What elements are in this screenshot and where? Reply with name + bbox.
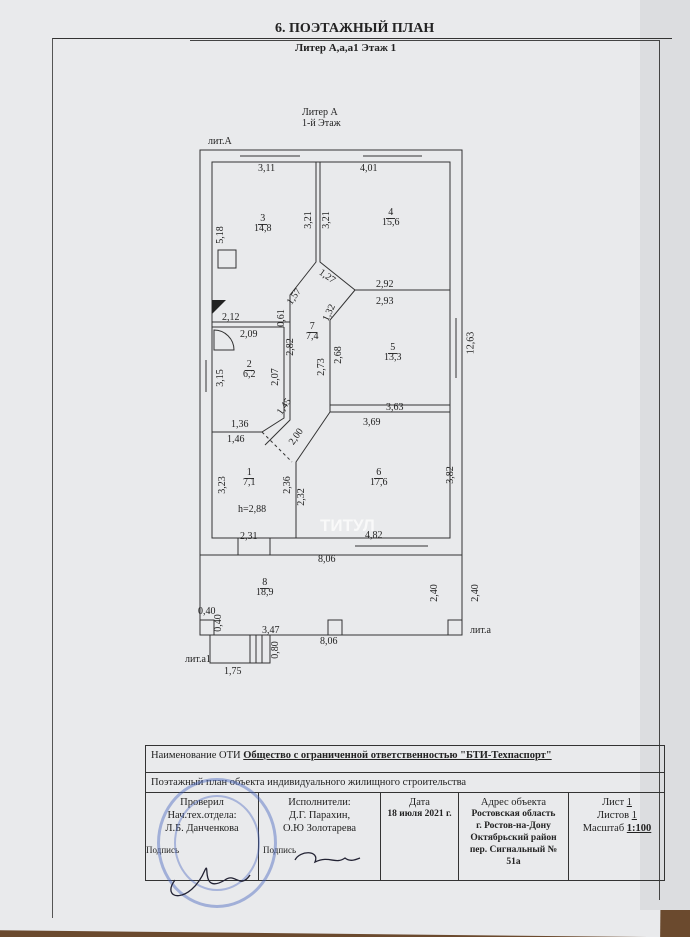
dim: 2,07 — [269, 368, 281, 386]
drawing-frame — [190, 40, 660, 900]
dim: 2,36 — [281, 476, 293, 494]
dim: 0,61 — [275, 309, 287, 327]
dim: 2,73 — [315, 358, 327, 376]
dim: 3,47 — [262, 625, 280, 636]
executors-cell: Исполнители: Д.Г. Парахин, О.Ю Золотарев… — [259, 793, 381, 881]
dim: 5,18 — [214, 226, 226, 244]
dim: 3,21 — [320, 211, 332, 229]
dim: 2,32 — [295, 488, 307, 506]
dim: 2,09 — [240, 329, 258, 340]
scale-value: 1:100 — [626, 823, 652, 835]
dim: 2,68 — [332, 346, 344, 364]
object-row: Поэтажный план объекта индивидуального ж… — [146, 773, 664, 793]
sheet-cell: Лист 1 Листов 1 Масштаб 1:100 — [569, 793, 665, 881]
dim: 3,15 — [214, 369, 226, 387]
dim: 0,80 — [269, 641, 281, 659]
sheet-label: Лист — [602, 797, 625, 808]
scale-label: Масштаб — [582, 823, 625, 835]
dim: 1,75 — [224, 666, 242, 677]
floor-label: 1-й Этаж — [302, 118, 341, 129]
executors-label: Исполнители: — [288, 797, 351, 808]
dim: 12,63 — [465, 331, 477, 355]
dim: 2,40 — [428, 584, 440, 602]
sheets-count: 1 — [631, 810, 637, 822]
ceiling-height: h=2,88 — [238, 504, 267, 515]
oti-value: Общество с ограниченной ответственностью… — [243, 750, 552, 761]
titul-watermark: ТИТУЛ — [320, 516, 375, 535]
signature-label: Подпись — [263, 845, 297, 856]
dim: 3,11 — [258, 163, 276, 174]
page-frame — [52, 38, 672, 918]
lit-a1-label: лит.а1 — [185, 654, 211, 665]
executor-name: Д.Г. Парахин, — [288, 810, 351, 822]
dim: 0,40 — [198, 606, 216, 617]
address-line: Октябрьский район — [470, 832, 557, 843]
dim: 3,69 — [363, 417, 381, 428]
address-cell: Адрес объекта Ростовская область г. Рост… — [459, 793, 569, 881]
executor-name: О.Ю Золотарева — [282, 823, 357, 835]
sheet-number: 1 — [626, 797, 632, 808]
date-cell: Дата 18 июля 2021 г. — [381, 793, 459, 881]
dim: 2,93 — [376, 296, 394, 307]
dim: 8,06 — [318, 554, 336, 565]
oti-label: Наименование ОТИ — [151, 750, 241, 761]
lit-a-small-label: лит.а — [470, 625, 491, 636]
sheets-label: Листов — [597, 810, 630, 822]
dim: 2,82 — [284, 338, 296, 356]
dim: 4,82 — [365, 530, 383, 541]
seal-stamp — [157, 778, 277, 908]
dim: 2,92 — [376, 279, 394, 290]
address-line: 51а — [506, 856, 521, 867]
dim: 2,12 — [222, 312, 240, 323]
dim: 3,63 — [386, 402, 404, 413]
dim: 2,40 — [469, 584, 481, 602]
address-label: Адрес объекта — [480, 797, 547, 808]
page-title: 6. ПОЭТАЖНЫЙ ПЛАН — [275, 21, 435, 36]
date-value: 18 июля 2021 г. — [387, 809, 452, 820]
underlying-page — [640, 0, 690, 910]
oti-row: Наименование ОТИ Общество с ограниченной… — [146, 746, 664, 773]
address-line: Ростовская область — [471, 809, 556, 820]
object-description: Поэтажный план объекта индивидуального ж… — [151, 777, 467, 788]
liter-label: Литер А — [302, 107, 338, 118]
date-label: Дата — [409, 797, 430, 808]
page-subtitle: Литер А,а,а1 Этаж 1 — [295, 42, 397, 54]
address-line: пер. Сигнальный № — [469, 844, 558, 855]
dim: 3,82 — [444, 466, 456, 484]
dim: 1,36 — [231, 419, 249, 430]
address-line: г. Ростов-на-Дону — [476, 821, 551, 831]
lit-a-label: лит.А — [208, 136, 232, 147]
dim: 8,06 — [320, 636, 338, 647]
dim: 2,31 — [240, 531, 258, 542]
dim: 1,46 — [227, 434, 245, 445]
dim: 3,21 — [302, 211, 314, 229]
floor-plan-drawing — [199, 149, 463, 664]
dim: 3,23 — [216, 476, 228, 494]
dim: 4,01 — [360, 163, 378, 174]
dim: 0,40 — [212, 614, 224, 632]
